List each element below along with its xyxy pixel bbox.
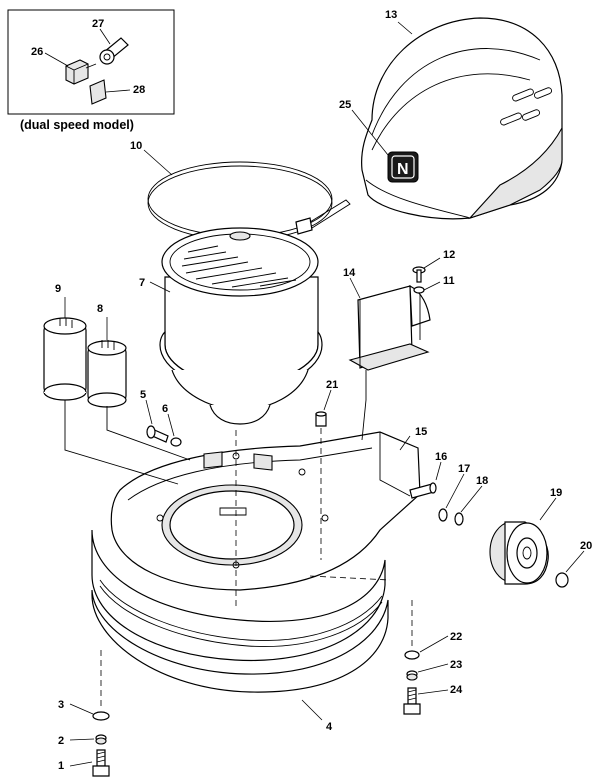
callout-17: 17 [458, 463, 470, 475]
part-1-bolt [92, 749, 110, 777]
callout-1: 1 [58, 760, 64, 772]
callout-7: 7 [139, 277, 145, 289]
callout-5: 5 [140, 389, 146, 401]
callout-16: 16 [435, 451, 447, 463]
callout-23: 23 [450, 659, 462, 671]
callout-12: 12 [443, 249, 455, 261]
part-9-capacitor [43, 317, 87, 401]
callout-2: 2 [58, 735, 64, 747]
part-15-chassis-plate [110, 431, 421, 591]
callout-26: 26 [31, 46, 43, 58]
part-25-logo-badge: N [387, 151, 419, 183]
logo-letter: N [397, 161, 409, 178]
dual-speed-inset: 27 26 28 [7, 9, 175, 115]
callout-9: 9 [55, 283, 61, 295]
part-24-bolt [403, 687, 421, 715]
part-4-skirt-base [91, 529, 389, 693]
callout-25: 25 [339, 99, 351, 111]
callout-10: 10 [130, 140, 142, 152]
part-3-washer [92, 711, 110, 721]
part-22-washer [404, 650, 420, 660]
part-16-axle [409, 482, 437, 499]
part-18-washer [454, 512, 464, 526]
part-10-band-clamp [147, 161, 351, 241]
callout-22: 22 [450, 631, 462, 643]
callout-13: 13 [385, 9, 397, 21]
part-17-washer [438, 508, 448, 522]
callout-4: 4 [326, 721, 333, 733]
part-27-bolt [99, 37, 129, 65]
inset-caption: (dual speed model) [20, 118, 134, 132]
part-19-wheel [489, 521, 549, 585]
callout-21: 21 [326, 379, 338, 391]
part-2-lock-washer [95, 734, 107, 745]
part-6-washer [170, 437, 182, 447]
part-23-lock-washer [406, 670, 418, 681]
callout-8: 8 [97, 303, 103, 315]
motor-vent-grille [181, 245, 297, 288]
part-11-washer [413, 286, 425, 294]
callout-24: 24 [450, 684, 463, 696]
part-20-hub-cap [555, 572, 569, 588]
callout-6: 6 [162, 403, 168, 415]
callout-20: 20 [580, 540, 592, 552]
part-26-block [65, 59, 97, 85]
assembly-guide-lines [64, 294, 421, 710]
part-28-plate [89, 79, 107, 105]
callout-19: 19 [550, 487, 562, 499]
part-21-plug [315, 411, 327, 427]
part-12-screw [412, 266, 426, 283]
callout-3: 3 [58, 699, 64, 711]
callout-18: 18 [476, 475, 488, 487]
part-13-motor-cover: N [361, 17, 563, 220]
callout-15: 15 [415, 426, 427, 438]
part-5-screw [146, 425, 169, 443]
callout-14: 14 [343, 267, 356, 279]
part-7-motor [159, 227, 323, 425]
callout-11: 11 [443, 275, 455, 287]
part-8-capacitor [87, 340, 127, 408]
part-14-switch-bracket [348, 285, 431, 371]
callout-27: 27 [92, 18, 104, 30]
callout-28: 28 [133, 84, 145, 96]
